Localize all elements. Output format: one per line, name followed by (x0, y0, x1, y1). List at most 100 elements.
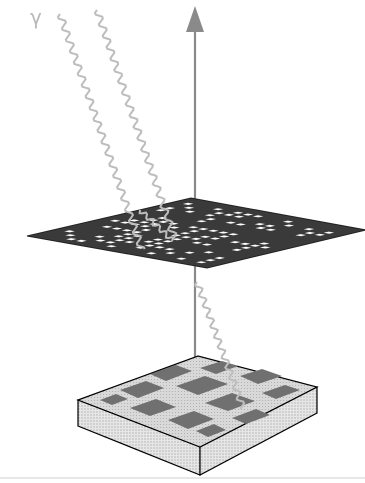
mask-hole (162, 240, 174, 243)
mask-hole (201, 243, 213, 246)
mask-hole (122, 233, 134, 236)
mask-hole (154, 246, 165, 249)
mask-hole (259, 246, 271, 249)
mask-hole (164, 207, 176, 210)
mask-hole (282, 220, 294, 223)
mask-hole (106, 245, 117, 248)
mask-hole (129, 219, 140, 222)
mask-hole (204, 214, 216, 217)
mask-hole (164, 248, 175, 251)
mask-hole (239, 242, 251, 245)
mask-hole (114, 239, 125, 242)
mask-hole (111, 227, 123, 230)
mask-hole (184, 210, 196, 213)
gamma-ray-3 (138, 209, 175, 240)
mask-hole (155, 209, 166, 212)
gamma-label: γ (30, 5, 42, 29)
mask-hole (158, 220, 169, 223)
mask-hole (123, 237, 134, 240)
mask-hole (144, 244, 155, 247)
mask-hole (199, 235, 211, 238)
gamma-ray-2 (93, 9, 178, 242)
mask-hole (169, 226, 180, 229)
mask-hole (94, 235, 105, 238)
mask-hole (264, 224, 276, 227)
mask-hole (219, 235, 230, 238)
mask-hole (182, 202, 194, 205)
mask-hole (196, 220, 207, 223)
mask-hole (229, 241, 241, 244)
mask-hole (314, 233, 326, 236)
mask-hole (233, 215, 245, 218)
mask-hole (232, 211, 244, 214)
mask-hole (152, 238, 164, 241)
mask-hole (121, 229, 133, 232)
mask-hole (76, 239, 87, 242)
detector-block (76, 355, 319, 476)
mask-hole (66, 238, 77, 241)
mask-hole (228, 233, 239, 236)
mask-hole (255, 226, 266, 230)
mask-hole (191, 241, 203, 244)
mask-hole (259, 242, 270, 245)
coded-mask (26, 197, 365, 269)
mask-hole (101, 225, 113, 228)
mask-hole (124, 241, 135, 244)
mask-hole (113, 235, 124, 238)
mask-hole (65, 234, 76, 237)
mask-hole (176, 257, 187, 260)
mask-hole (231, 248, 243, 251)
mask-hole (323, 231, 335, 234)
mask-hole (240, 246, 252, 249)
mask-hole (249, 244, 261, 247)
mask-hole (140, 228, 152, 232)
mask-hole (252, 215, 264, 218)
mask-hole (139, 221, 150, 224)
mask-hole (303, 228, 315, 231)
mask-hole (218, 231, 229, 234)
mask-hole (198, 228, 209, 231)
mask-plate (26, 197, 365, 269)
axis-arrowhead (186, 6, 204, 32)
mask-hole (203, 251, 214, 254)
mask-hole (188, 226, 199, 229)
vertical-axis (186, 6, 204, 360)
mask-hole (214, 256, 225, 260)
mask-hole (196, 261, 207, 264)
mask-hole (254, 223, 266, 226)
mask-hole (212, 208, 224, 211)
gamma-ray-4 (193, 281, 246, 410)
mask-hole (190, 237, 202, 240)
mask-hole (242, 213, 254, 216)
mask-hole (235, 223, 246, 226)
mask-hole (213, 212, 225, 215)
mask-hole (146, 252, 157, 255)
detector-pixel-pattern (100, 361, 300, 437)
mask-hole (180, 236, 192, 239)
mask-hole (153, 242, 164, 245)
mask-hole (184, 251, 195, 254)
mask-hole (304, 231, 316, 235)
mask-hole (149, 223, 160, 226)
mask-hole (265, 228, 276, 231)
mask-hole (143, 240, 154, 243)
mask-hole (283, 224, 295, 227)
mask-hole (209, 237, 221, 240)
mask-hole (208, 229, 219, 232)
mask-hole (165, 252, 176, 255)
mask-hole (139, 225, 151, 228)
mask-hole (109, 219, 121, 222)
mask-hole (205, 218, 216, 221)
mask-hole (171, 238, 183, 241)
mask-hole (225, 221, 236, 224)
mask-hole (205, 259, 216, 262)
mask-hole (223, 213, 235, 216)
mask-hole (95, 239, 106, 242)
mask-hole (179, 232, 191, 235)
gamma-ray-1 (56, 13, 146, 250)
mask-hole (295, 234, 306, 237)
mask-hole (189, 230, 200, 233)
mask-hole (105, 241, 116, 244)
mask-hole (64, 230, 75, 233)
